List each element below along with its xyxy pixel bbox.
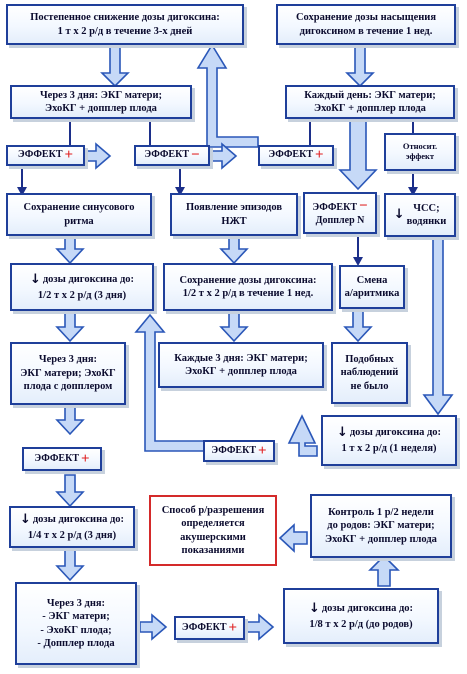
daily-ecg-box: Каждый день: ЭКГ матери; ЭхоКГ + допплер… [285, 85, 455, 119]
after3days-list-box: Через 3 дня: - ЭКГ матери; - ЭхоКГ плода… [15, 582, 137, 665]
dose-half-3days-box: ↓дозы дигоксина до: 1/2 т х 2 р/д (3 дня… [10, 263, 154, 311]
arrow-down-quarter [55, 547, 85, 582]
dose-quarter-3days-box: ↓дозы дигоксина до: 1/4 т х 2 р/д (3 дня… [9, 506, 135, 548]
control-before-birth-box: Контроль 1 р/2 недели до родов: ЭКГ мате… [310, 494, 452, 558]
down-arrow-icon: ↓ [29, 271, 41, 287]
arrow-up-to-reduction [196, 43, 259, 148]
keep-dose-1week-box: Сохранение дозы дигоксина: 1/2 т х 2 р/д… [163, 263, 333, 311]
arrow-down-reduction [100, 44, 130, 88]
arrow-right-effect5 [246, 613, 275, 641]
saturation-dose-box: Сохранение дозы насыщения дигоксином в т… [276, 4, 456, 45]
arrow-down-keep [219, 310, 249, 343]
arrowhead [175, 187, 185, 196]
effect-minus-box: ЭФФЕКТ− [134, 145, 210, 166]
delivery-method-box: Способ р/разрешения определяется акушерс… [149, 495, 277, 566]
arrow-left-delivery [278, 523, 308, 553]
relative-effect-box: Относит. эффект [384, 133, 456, 171]
arrow-down-sinus [55, 234, 85, 265]
dose-1tab-1week-box: ↓дозы дигоксина до: 1 т х 2 р/д (1 недел… [321, 415, 457, 466]
sinus-rhythm-box: Сохранение синусового ритма [6, 193, 152, 236]
arrow-up-to-half [134, 313, 206, 452]
effect-plus-box: ЭФФЕКТ+ [22, 447, 102, 471]
down-arrow-icon: ↓ [336, 425, 348, 441]
effect-plus-box: ЭФФЕКТ+ [203, 440, 275, 462]
nzht-episodes-box: Появление эпизодов НЖТ [170, 193, 298, 236]
effect-minus-doppler-box: ЭФФЕКТ− Допплер N [303, 192, 377, 234]
arrow-down-doppler [338, 117, 378, 191]
arrowhead [353, 257, 363, 266]
arrow-down-nzht [219, 234, 249, 265]
arrow-up-control [368, 554, 400, 587]
every3days-ecg-box: Каждые 3 дня: ЭКГ матери; ЭхоКГ + доппле… [158, 342, 324, 388]
arrow-down-half [55, 310, 85, 343]
arrow-right-effect-minus [207, 142, 238, 170]
hr-hydrops-box: ↓ЧСС; водянки [384, 193, 456, 237]
effect-plus-box: ЭФФЕКТ+ [174, 616, 245, 640]
arrow-down-effect4 [55, 474, 85, 508]
arrowhead [408, 187, 418, 196]
arrow-down-saturation [345, 44, 375, 88]
arrow-up-to-effect3 [287, 414, 318, 457]
down-arrow-icon: ↓ [308, 600, 320, 616]
arrow-down-after3 [55, 404, 85, 436]
arrow-right-effect-plus [84, 142, 112, 170]
down-arrow-icon: ↓ [393, 206, 405, 222]
effect-plus-box: ЭФФЕКТ+ [258, 145, 334, 166]
arrow-down-hr-long [422, 235, 454, 416]
dose-eighth-until-birth-box: ↓дозы дигоксина до: 1/8 т х 2 р/д (до ро… [283, 588, 439, 644]
arrhythmia-change-box: Смена а/аритмика [339, 265, 405, 309]
arrow-down-change [343, 307, 373, 343]
down-arrow-icon: ↓ [19, 511, 31, 527]
after3days-doppler-box: Через 3 дня: ЭКГ матери; ЭхоКГ плода с д… [10, 342, 126, 405]
effect-plus-box: ЭФФЕКТ+ [6, 145, 85, 166]
gradual-reduction-box: Постепенное снижение дозы дигоксина: 1 т… [6, 4, 244, 45]
after3days-ecg-box: Через 3 дня: ЭКГ матери; ЭхоКГ + допплер… [10, 85, 192, 119]
arrowhead [17, 187, 27, 196]
arrow-right-after3list [139, 613, 168, 641]
no-such-cases-box: Подобных наблюдений не было [331, 342, 408, 404]
